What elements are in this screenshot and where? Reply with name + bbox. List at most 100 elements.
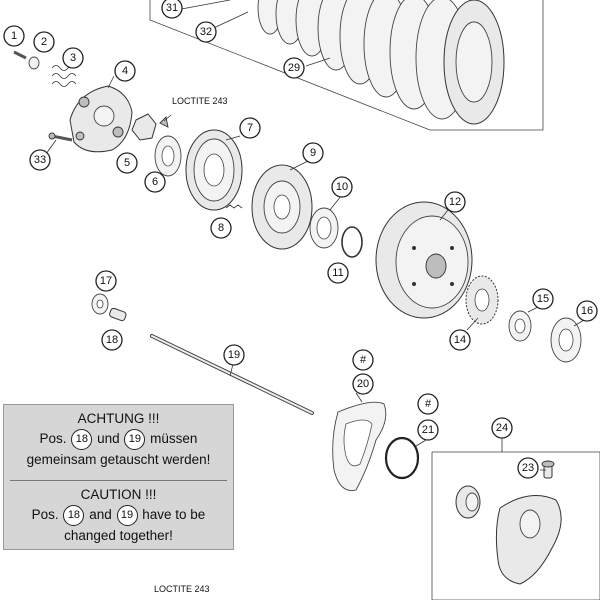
notice-en-pos: Pos. bbox=[31, 507, 59, 523]
svg-text:14: 14 bbox=[454, 334, 466, 346]
bush-18 bbox=[109, 307, 127, 322]
svg-text:20: 20 bbox=[357, 378, 369, 390]
seal-17 bbox=[91, 293, 109, 315]
cover-inset-frame bbox=[431, 451, 600, 600]
svg-text:#: # bbox=[360, 354, 367, 366]
svg-text:18: 18 bbox=[106, 334, 118, 346]
washer-2 bbox=[28, 56, 40, 70]
notice-en-ref-a: 18 bbox=[63, 505, 85, 526]
svg-text:9: 9 bbox=[310, 147, 316, 159]
warning-notice: ACHTUNG !!! Pos. 18 und 19 müssen gemein… bbox=[3, 404, 234, 550]
callout-23: 23 bbox=[517, 457, 539, 479]
screw-33 bbox=[48, 132, 73, 142]
notice-de-ref-b: 19 bbox=[124, 429, 146, 450]
notice-de-and: und bbox=[97, 431, 120, 447]
loctite-label-upper: LOCTITE 243 bbox=[172, 96, 228, 106]
svg-text:23: 23 bbox=[522, 462, 534, 474]
notice-de-ref-a: 18 bbox=[71, 429, 93, 450]
notice-en-line2: changed together! bbox=[64, 528, 173, 543]
callout-1: 1 bbox=[3, 25, 25, 47]
svg-text:15: 15 bbox=[537, 293, 549, 305]
svg-text:12: 12 bbox=[449, 196, 461, 208]
clutch-plate-stack bbox=[257, 0, 505, 125]
notice-de-must: müssen bbox=[150, 431, 198, 447]
notice-de-line1: Pos. 18 und 19 müssen bbox=[4, 429, 233, 450]
washer-16 bbox=[550, 317, 582, 363]
svg-text:8: 8 bbox=[218, 222, 224, 234]
push-rod-19 bbox=[150, 334, 314, 415]
clutch-basket-12 bbox=[375, 201, 473, 319]
notice-de-title: ACHTUNG !!! bbox=[77, 411, 160, 426]
callout-8: 8 bbox=[210, 217, 232, 239]
inner-hub-7 bbox=[185, 129, 243, 211]
callout-12: 12 bbox=[444, 191, 466, 213]
notice-en-ref-b: 19 bbox=[116, 505, 138, 526]
circlip-11 bbox=[341, 226, 363, 258]
pressure-plate-9 bbox=[251, 164, 313, 250]
callout-15: 15 bbox=[532, 288, 554, 310]
svg-text:5: 5 bbox=[124, 157, 130, 169]
svg-text:7: 7 bbox=[247, 122, 253, 134]
washer-6 bbox=[154, 135, 182, 177]
callout-33: 33 bbox=[29, 149, 51, 171]
nut-5 bbox=[131, 113, 157, 141]
svg-text:2: 2 bbox=[41, 36, 47, 48]
callout-21-hash: # bbox=[417, 393, 439, 415]
callout-11: 11 bbox=[327, 262, 349, 284]
callout-3: 3 bbox=[62, 47, 84, 69]
callout-4: 4 bbox=[114, 60, 136, 82]
svg-text:10: 10 bbox=[336, 181, 348, 193]
callout-24: 24 bbox=[491, 417, 513, 439]
notice-de-pos: Pos. bbox=[39, 431, 67, 447]
svg-text:17: 17 bbox=[100, 275, 112, 287]
svg-text:33: 33 bbox=[34, 154, 46, 166]
gasket-20 bbox=[332, 401, 387, 492]
svg-text:#: # bbox=[425, 398, 432, 410]
leader-lines bbox=[45, 0, 585, 471]
o-ring-21 bbox=[384, 436, 420, 480]
callout-9: 9 bbox=[302, 142, 324, 164]
screw-1 bbox=[13, 50, 27, 60]
needle-bearing-15 bbox=[508, 310, 532, 342]
notice-divider bbox=[10, 480, 227, 481]
screw-23 bbox=[541, 460, 555, 479]
callout-7: 7 bbox=[239, 117, 261, 139]
svg-text:19: 19 bbox=[228, 349, 240, 361]
callout-20-hash: # bbox=[352, 349, 374, 371]
callout-2: 2 bbox=[33, 31, 55, 53]
svg-text:29: 29 bbox=[288, 62, 300, 74]
svg-text:1: 1 bbox=[11, 30, 17, 42]
notice-de-line2: gemeinsam getauscht werden! bbox=[26, 452, 211, 467]
damper-spring-8 bbox=[225, 204, 243, 209]
svg-text:3: 3 bbox=[70, 52, 76, 64]
callout-16: 16 bbox=[576, 300, 598, 322]
callout-14: 14 bbox=[449, 329, 471, 351]
callout-6: 6 bbox=[144, 171, 166, 193]
notice-en-have-to-be: have to be bbox=[142, 507, 206, 523]
callout-21: 21 bbox=[417, 419, 439, 441]
notice-en-title: CAUTION !!! bbox=[80, 487, 157, 502]
svg-text:16: 16 bbox=[581, 305, 593, 317]
callout-5: 5 bbox=[116, 152, 138, 174]
callout-29: 29 bbox=[283, 57, 305, 79]
svg-text:21: 21 bbox=[422, 424, 434, 436]
svg-text:32: 32 bbox=[200, 26, 212, 38]
notice-en-and: and bbox=[89, 507, 112, 523]
loctite-label-lower: LOCTITE 243 bbox=[154, 584, 210, 594]
svg-text:11: 11 bbox=[332, 267, 343, 279]
callout-20: 20 bbox=[352, 373, 374, 395]
svg-text:31: 31 bbox=[166, 2, 178, 14]
plates-inset-frame bbox=[149, 0, 544, 131]
spring-3 bbox=[51, 65, 77, 87]
notice-en-line1: Pos. 18 and 19 have to be bbox=[4, 505, 233, 526]
callout-32: 32 bbox=[195, 21, 217, 43]
callout-10: 10 bbox=[331, 176, 353, 198]
svg-text:24: 24 bbox=[496, 422, 508, 434]
cover-part-24 bbox=[455, 485, 562, 585]
gear-14 bbox=[465, 275, 499, 325]
callout-19: 19 bbox=[223, 344, 245, 366]
svg-text:4: 4 bbox=[122, 65, 128, 77]
callout-17: 17 bbox=[95, 270, 117, 292]
callout-18: 18 bbox=[101, 329, 123, 351]
